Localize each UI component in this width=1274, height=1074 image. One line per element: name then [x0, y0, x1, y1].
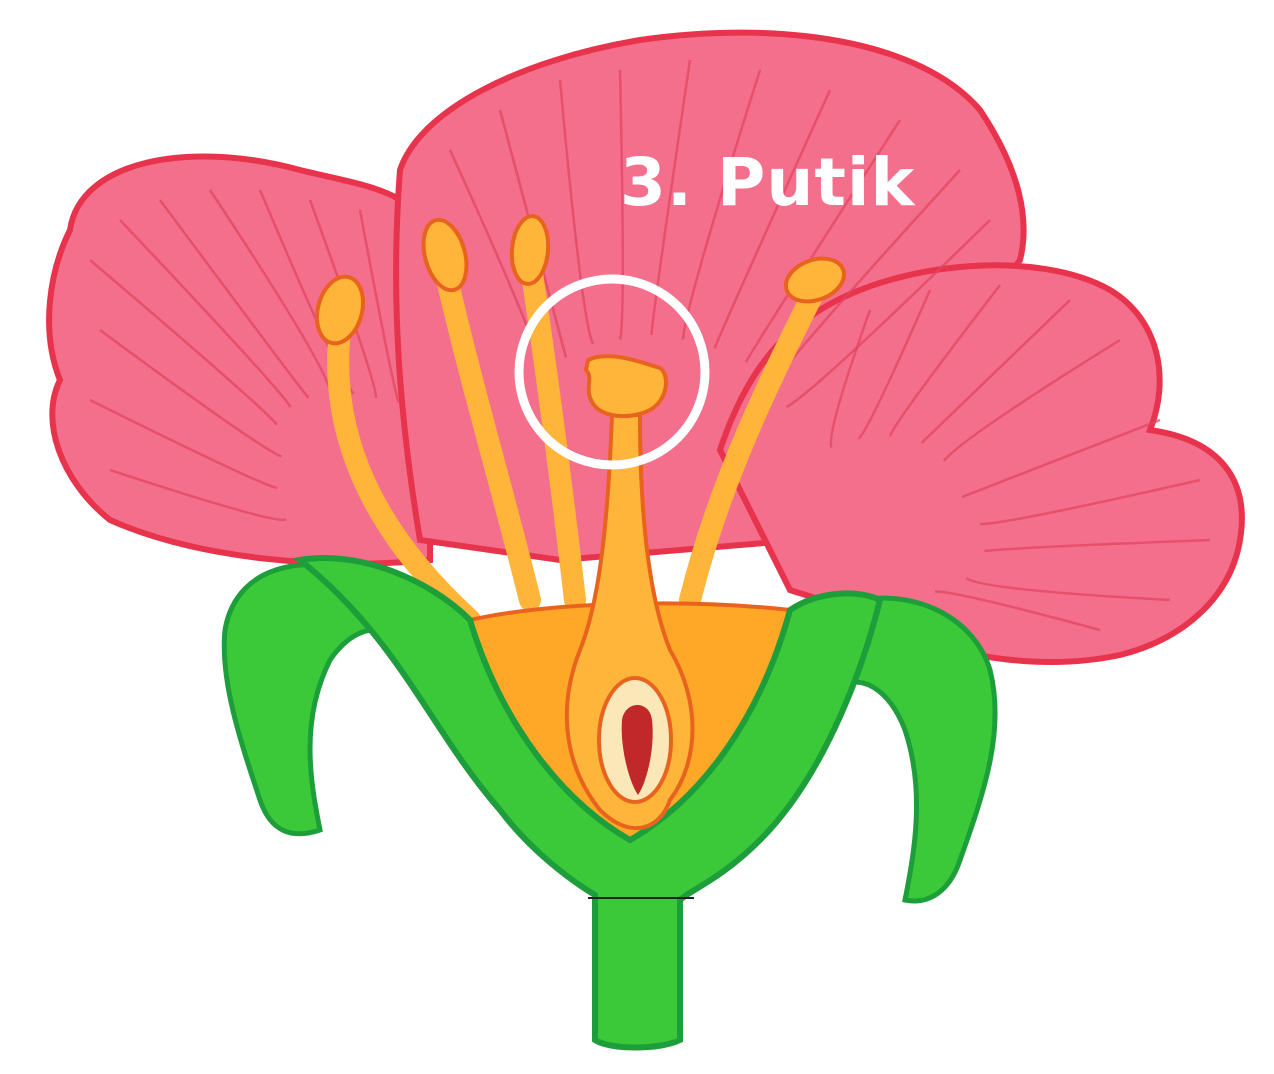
- stigma: [586, 356, 666, 416]
- part-label: 3. Putik: [620, 150, 915, 216]
